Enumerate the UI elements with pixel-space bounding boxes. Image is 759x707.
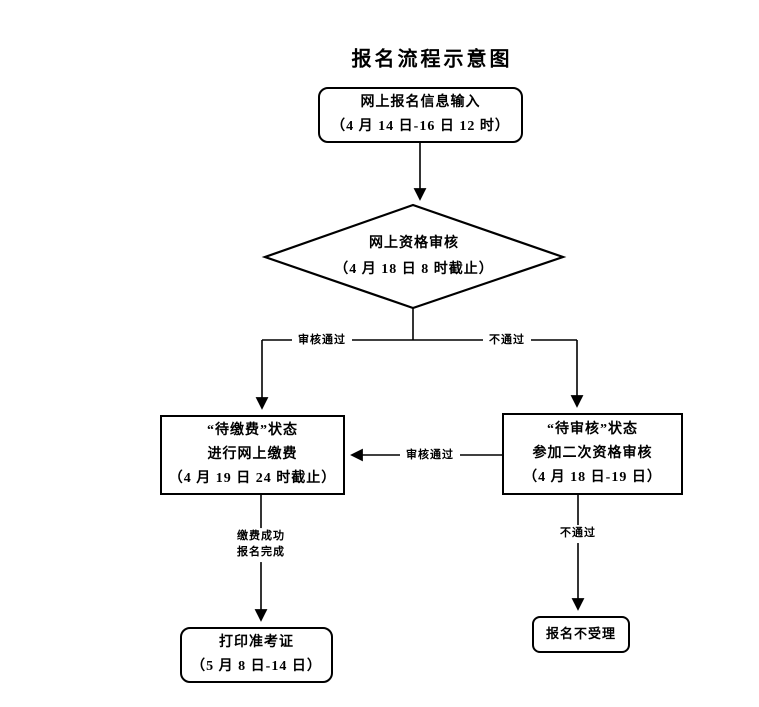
node-online-review-line1: 网上资格审核: [369, 236, 459, 252]
node-print-ticket-line2: （5 月 8 日-14 日）: [191, 659, 322, 674]
edge-label-review-fail: 不通过: [483, 332, 531, 350]
node-pending-review: “待审核”状态 参加二次资格审核 （4 月 18 日-19 日）: [502, 413, 683, 495]
node-pending-pay-line2: 进行网上缴费: [207, 446, 298, 462]
node-print-ticket: 打印准考证 （5 月 8 日-14 日）: [180, 627, 333, 683]
edge-label-second-review-fail: 不通过: [554, 525, 602, 543]
page-title: 报名流程示意图: [351, 48, 513, 71]
edge-label-second-review-pass: 审核通过: [400, 447, 460, 465]
node-pending-pay-line1: “待缴费”状态: [207, 422, 298, 438]
node-pending-pay-line3: （4 月 19 日 24 时截止）: [168, 471, 337, 487]
node-start: 网上报名信息输入 （4 月 14 日-16 日 12 时）: [318, 87, 523, 143]
node-online-review: 网上资格审核 （4 月 18 日 8 时截止）: [265, 205, 563, 308]
node-pending-review-line3: （4 月 18 日-19 日）: [523, 470, 662, 486]
edge-label-pay-success-line1: 缴费成功: [237, 530, 285, 543]
node-pending-review-line2: 参加二次资格审核: [532, 445, 653, 461]
node-print-ticket-line1: 打印准考证: [219, 634, 294, 650]
node-online-review-line2: （4 月 18 日 8 时截止）: [334, 261, 494, 277]
node-not-accepted: 报名不受理: [532, 616, 630, 653]
edge-label-review-pass: 审核通过: [292, 332, 352, 350]
node-not-accepted-line1: 报名不受理: [545, 626, 616, 642]
edge-label-pay-success: 缴费成功 报名完成: [231, 528, 291, 562]
node-start-line2: （4 月 14 日-16 日 12 时）: [331, 119, 510, 134]
edge-label-pay-success-line2: 报名完成: [237, 546, 285, 558]
node-pending-pay: “待缴费”状态 进行网上缴费 （4 月 19 日 24 时截止）: [160, 415, 345, 495]
node-start-line1: 网上报名信息输入: [360, 94, 481, 110]
node-pending-review-line1: “待审核”状态: [547, 421, 638, 437]
